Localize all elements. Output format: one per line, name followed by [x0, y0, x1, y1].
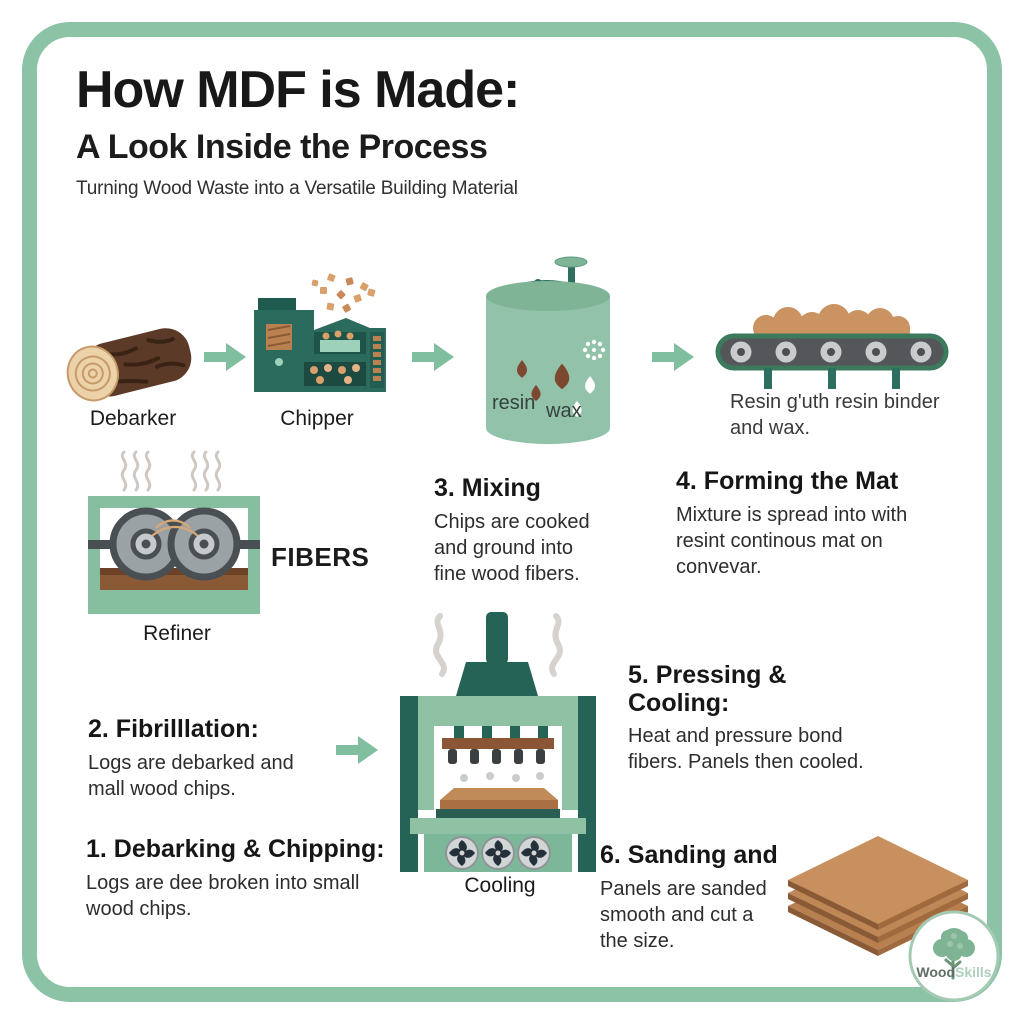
refiner-label: Refiner	[143, 622, 211, 645]
conveyor-icon	[715, 304, 949, 389]
arrow-right-icon	[336, 736, 378, 764]
step-4-heading: 4. Forming the Mat	[676, 467, 899, 495]
woodskills-wordmark: WoodSkills	[906, 964, 1002, 980]
step-1-body: Logs are dee broken into small wood chip…	[86, 871, 360, 920]
log-icon	[66, 328, 192, 402]
header: How MDF is Made: A Look Inside the Proce…	[76, 64, 776, 200]
step-5-body: Heat and pressure bond fibers. Panels th…	[628, 725, 864, 774]
conveyor-caption: Resin g'uth resin binder and wax.	[730, 391, 940, 439]
log-illustration	[56, 316, 198, 416]
chipper-icon	[254, 273, 386, 392]
tank-wax-label: wax	[546, 400, 582, 422]
cooling-label: Cooling	[464, 874, 536, 897]
step-5-heading: 5. Pressing & Cooling:	[628, 661, 787, 717]
woodskills-logo-icon	[908, 910, 1000, 1002]
tank-resin-label: resin	[492, 392, 536, 414]
arrow-right-icon	[204, 343, 246, 371]
arrow-right-icon	[652, 343, 694, 371]
mdf-panels-illustration	[782, 828, 974, 956]
step-2-heading: 2. Fibrilllation:	[88, 715, 259, 743]
page-tagline: Turning Wood Waste into a Versatile Buil…	[76, 177, 518, 199]
step-6-block: 6. Sanding and Panels are sanded smooth …	[600, 841, 800, 955]
arrow-right-icon	[412, 343, 454, 371]
step-4-body: Mixture is spread into with resint conti…	[676, 503, 908, 579]
mixing-tank-illustration: resin wax	[478, 254, 618, 454]
fibers-label: FIBERS	[271, 542, 370, 572]
step-1-block: 1. Debarking & Chipping: Logs are dee br…	[86, 835, 386, 922]
debarker-label: Debarker	[89, 407, 177, 430]
chipper-illustration	[250, 272, 390, 404]
refiner-illustration	[86, 448, 266, 618]
page-subtitle: A Look Inside the Process	[76, 128, 488, 166]
step-3-body: Chips are cooked and ground into fine wo…	[434, 510, 590, 586]
step-6-body: Panels are sanded smooth and cut a the s…	[600, 877, 767, 953]
brand-skills: Skills	[955, 964, 992, 980]
step-1-heading: 1. Debarking & Chipping:	[86, 835, 385, 863]
page-title: How MDF is Made:	[76, 61, 520, 119]
step-3-heading: 3. Mixing	[434, 474, 541, 502]
step-5-block: 5. Pressing & Cooling: Heat and pressure…	[628, 661, 883, 776]
press-icon	[400, 612, 596, 872]
step-6-heading: 6. Sanding and	[600, 841, 778, 869]
woodskills-logo: WoodSkills	[906, 908, 1002, 1004]
conveyor-illustration	[714, 298, 950, 392]
step-3-block: 3. Mixing Chips are cooked and ground in…	[434, 474, 634, 588]
step-2-block: 2. Fibrilllation: Logs are debarked and …	[88, 715, 338, 802]
step-4-block: 4. Forming the Mat Mixture is spread int…	[676, 467, 926, 581]
chipper-label: Chipper	[280, 407, 354, 430]
press-illustration	[398, 612, 598, 872]
mdf-panels-icon	[788, 836, 968, 956]
step-2-body: Logs are debarked and mall wood chips.	[88, 751, 294, 800]
refiner-icon	[88, 450, 260, 614]
brand-wood: Wood	[916, 964, 956, 980]
mixing-tank-icon	[486, 256, 610, 444]
